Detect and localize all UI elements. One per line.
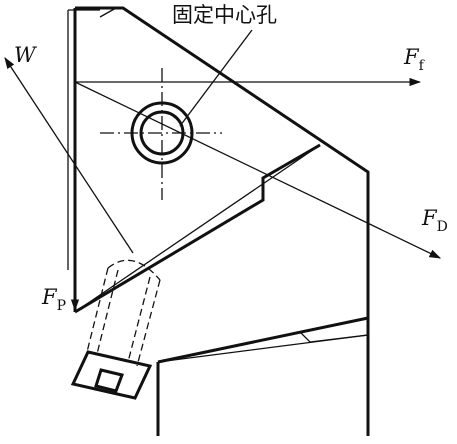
- force-Ff-label: Ff: [403, 45, 426, 74]
- force-FD-arrow: [74, 81, 442, 259]
- force-W: W: [4, 43, 134, 254]
- screw-inner-right: [127, 276, 151, 363]
- screw-shank-left: [86, 267, 109, 353]
- hole-leader-line: [179, 29, 253, 127]
- screw-head-slot: [94, 368, 125, 393]
- force-FD: FD: [74, 81, 448, 259]
- screw-tip-arc: [107, 259, 161, 281]
- force-W-label: W: [14, 43, 38, 67]
- pocket-outline: [74, 143, 321, 314]
- force-FD-label: FD: [421, 206, 448, 235]
- screw-head: [70, 350, 153, 400]
- insert-pocket: [74, 143, 369, 364]
- holder-outline: [75, 6, 370, 436]
- clamping-screw: [70, 259, 161, 400]
- force-FP: FP: [41, 255, 80, 314]
- force-Ff: Ff: [75, 45, 426, 87]
- chip-breaker-hatch: [298, 317, 369, 343]
- holder-top-step: [99, 7, 117, 18]
- screw-shank-right: [136, 279, 161, 367]
- force-W-arrow: [4, 57, 134, 254]
- fixed-center-hole: 固定中心孔: [100, 3, 277, 200]
- screw-inner-left: [96, 269, 119, 355]
- pocket-inner-line: [74, 144, 321, 313]
- force-FP-label: FP: [41, 285, 66, 314]
- center-hole-label: 固定中心孔: [172, 3, 277, 27]
